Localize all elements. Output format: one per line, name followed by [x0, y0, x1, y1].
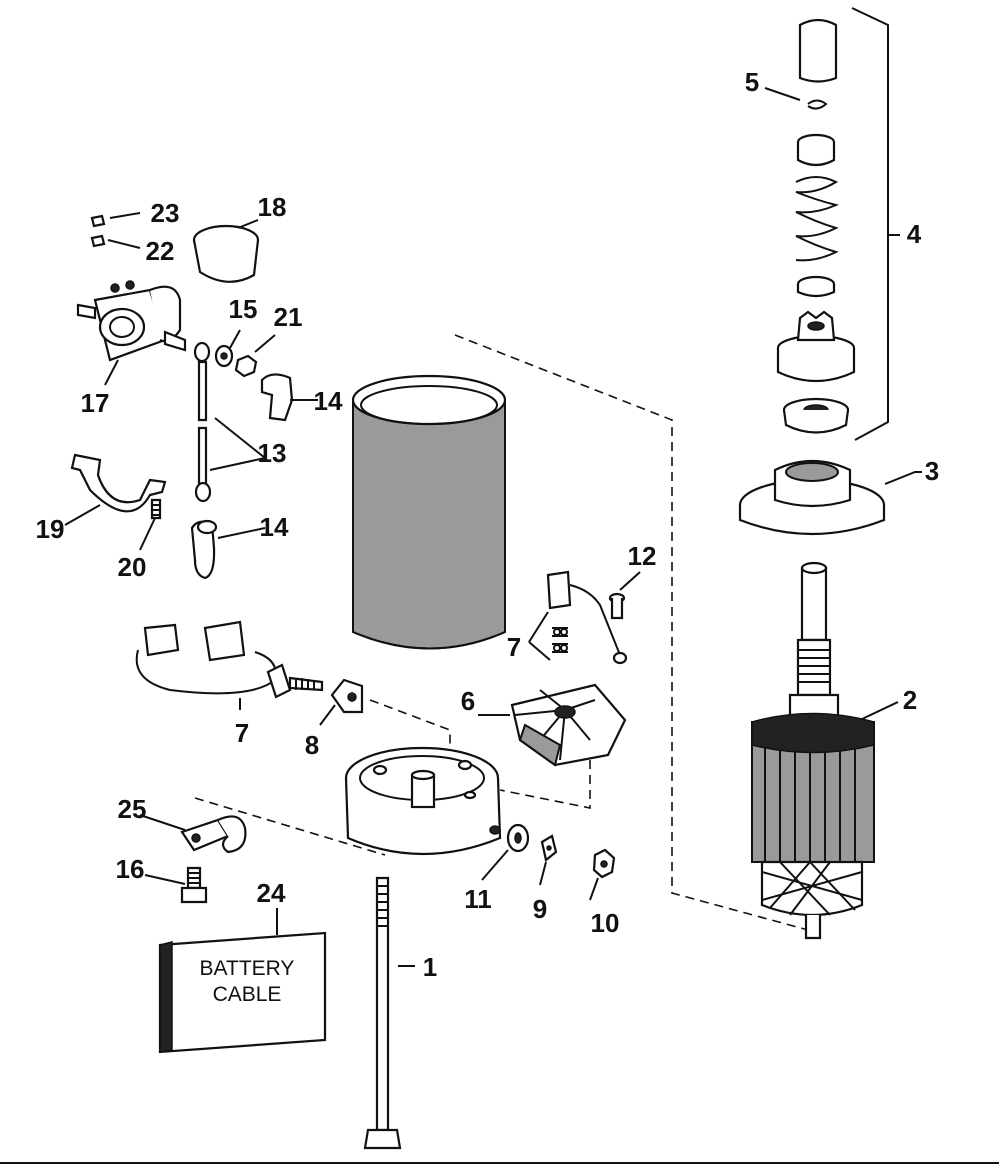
- battery-cable-line1: BATTERY: [200, 957, 295, 980]
- label-part-22: 22: [146, 236, 175, 266]
- label-part-18: 18: [258, 192, 287, 222]
- pinion-drive-stack: [776, 18, 856, 434]
- label-part-17: 17: [81, 388, 110, 418]
- field-frame-housing: [351, 374, 507, 650]
- label-part-24: 24: [257, 878, 286, 908]
- battery-cable-box: BATTERY CABLE: [158, 931, 327, 1054]
- label-part-19: 19: [36, 514, 65, 544]
- cable-clamp-and-bolt: [180, 815, 247, 904]
- commutator-end-cap: [344, 746, 502, 856]
- mounting-band: [192, 224, 260, 283]
- label-part-7-left: 7: [235, 718, 249, 748]
- label-part-2: 2: [903, 685, 917, 715]
- part-4-bracket: [851, 7, 889, 441]
- through-bolt: [363, 876, 402, 1150]
- label-part-3: 3: [925, 456, 939, 486]
- label-part-14-lower: 14: [260, 512, 289, 542]
- armature: [751, 561, 875, 940]
- label-part-14-upper: 14: [314, 386, 343, 416]
- label-part-1: 1: [423, 952, 437, 982]
- label-part-25: 25: [118, 794, 147, 824]
- solenoid: [76, 214, 187, 362]
- label-part-21: 21: [274, 302, 303, 332]
- label-part-13: 13: [258, 438, 287, 468]
- part-number-labels: 5 4 3 2 18 23 22 15 21 17 14 13 19 14 20…: [36, 67, 940, 982]
- label-part-16: 16: [116, 854, 145, 884]
- terminal-insulator: [330, 678, 364, 714]
- label-part-15: 15: [229, 294, 258, 324]
- label-part-23: 23: [151, 198, 180, 228]
- label-part-20: 20: [118, 552, 147, 582]
- label-part-5: 5: [745, 67, 759, 97]
- brush-holder-plate: [510, 683, 627, 767]
- brush-lead-assembly: [135, 620, 324, 699]
- brushes-and-springs: [546, 570, 628, 665]
- leader-lines: [64, 87, 922, 967]
- drive-end-cap: [738, 460, 886, 536]
- solenoid-bracket: [70, 453, 167, 520]
- label-part-4: 4: [907, 219, 922, 249]
- label-part-10: 10: [591, 908, 620, 938]
- label-part-12: 12: [628, 541, 657, 571]
- label-part-8: 8: [305, 730, 319, 760]
- battery-cable-line2: CABLE: [213, 983, 282, 1006]
- cables-and-boots: [190, 341, 294, 580]
- washers-and-nut: [506, 823, 616, 879]
- label-part-9: 9: [533, 894, 547, 924]
- label-part-7-right: 7: [507, 632, 521, 662]
- label-part-6: 6: [461, 686, 475, 716]
- label-part-11: 11: [464, 884, 492, 914]
